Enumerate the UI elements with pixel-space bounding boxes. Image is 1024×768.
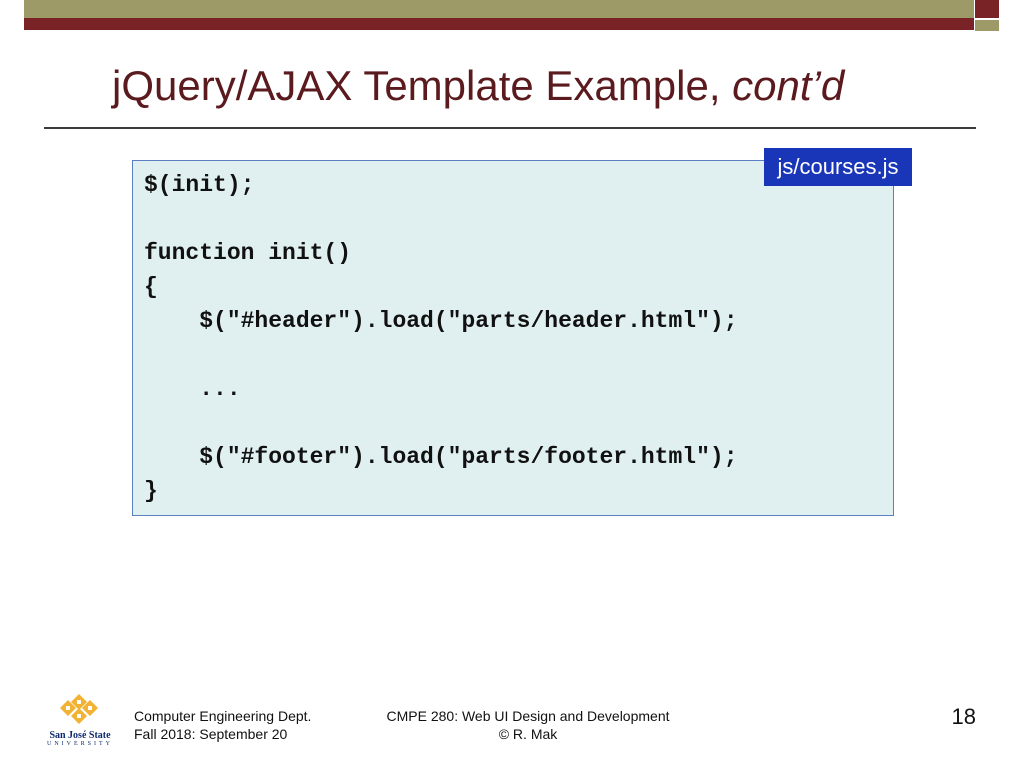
slide-title-italic: cont’d xyxy=(720,62,845,109)
footer-dept: Computer Engineering Dept. xyxy=(134,708,312,724)
logo-text: San José State xyxy=(49,730,111,741)
code-box xyxy=(132,160,894,516)
code-listing: $(init); function init() { $("#header").… xyxy=(144,172,738,504)
file-name-tag: js/courses.js xyxy=(764,148,912,186)
top-decorative-band xyxy=(24,0,974,20)
corner-decoration xyxy=(975,0,999,18)
footer-left: Computer Engineering Dept. Fall 2018: Se… xyxy=(134,707,311,743)
slide-title-main: jQuery/AJAX Template Example, xyxy=(112,62,721,109)
title-divider xyxy=(44,127,976,129)
footer-date: Fall 2018: September 20 xyxy=(134,726,288,742)
footer-author: © R. Mak xyxy=(498,726,558,742)
top-decorative-band-lower xyxy=(24,20,974,30)
corner-decoration-lower xyxy=(975,19,999,31)
page-number: 18 xyxy=(951,704,976,729)
slide-title: jQuery/AJAX Template Example, cont’d xyxy=(112,62,844,110)
footer-center: CMPE 280: Web UI Design and Development … xyxy=(370,707,686,743)
logo-subtext: UNIVERSITY xyxy=(47,741,113,747)
sjsu-logo-icon xyxy=(46,692,112,752)
footer-course: CMPE 280: Web UI Design and Development xyxy=(386,708,670,724)
